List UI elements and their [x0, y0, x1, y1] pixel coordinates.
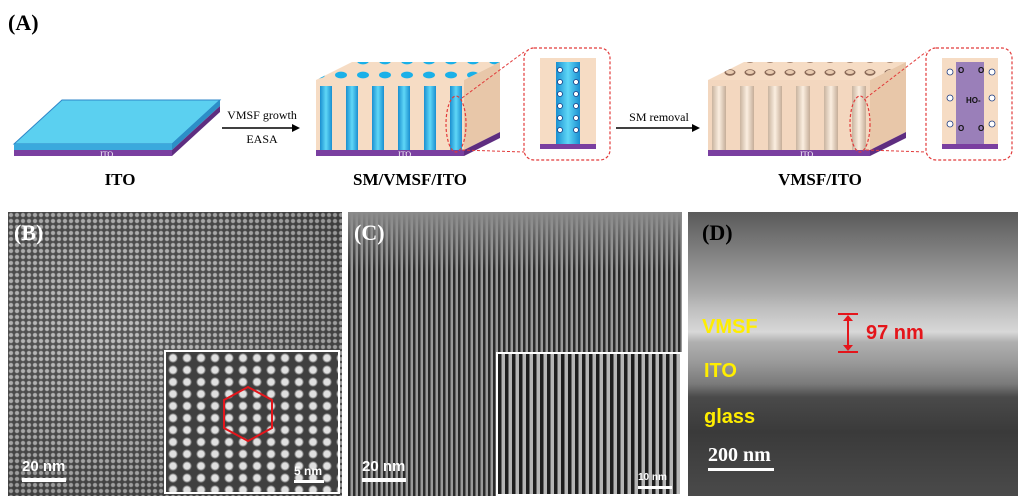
panel-b-scale-bar	[22, 478, 66, 482]
panel-b-inset-scale-text: 5 nm	[294, 464, 323, 478]
panel-c-inset-scale-bar	[638, 486, 672, 489]
panel-c-scale-text: 20 nm	[362, 458, 406, 475]
label-ito: ITO	[104, 170, 136, 189]
panel-b-tem-image: (B) 5 nm 20 nm	[8, 212, 342, 496]
panel-d-sem-image: (D) VMSF ITO glass 97 nm 200 nm	[688, 212, 1018, 496]
substrate-ito-text-3: ITO	[800, 150, 814, 159]
substrate-ito-text-2: ITO	[398, 150, 412, 159]
layer-vmsf-label: VMSF	[702, 316, 758, 338]
panel-c-inset: 10 nm	[496, 352, 682, 496]
sm-vmsf-block	[316, 51, 525, 156]
panel-c-label: (C)	[354, 220, 385, 245]
inset-label-o4: O	[978, 124, 985, 133]
panel-c-tem-image: (C) 10 nm 20 nm	[348, 212, 682, 496]
substrate-ito-text: ITO	[100, 150, 114, 159]
inset-label-o3: O	[978, 66, 985, 75]
panel-a-schematic	[12, 47, 1013, 161]
inset-label-o2: O	[958, 124, 965, 133]
ito-substrate	[12, 99, 222, 156]
inset-vmsf-pore	[925, 47, 1013, 161]
hexagon-marker	[223, 385, 273, 443]
panel-c-scale-bar	[362, 478, 406, 482]
panel-d-label: (D)	[702, 220, 733, 245]
arrow1-top: VMSF growth	[227, 108, 297, 122]
panel-c-inset-scale-text: 10 nm	[638, 472, 667, 483]
arrow1-bottom: EASA	[246, 132, 278, 146]
panel-b-inset-scale-bar	[294, 480, 324, 483]
panel-b-label: (B)	[14, 220, 44, 245]
layer-ito-label: ITO	[704, 360, 737, 382]
thickness-marker	[838, 313, 858, 353]
label-sm-vmsf-ito: SM/VMSF/ITO	[353, 170, 467, 189]
thickness-label: 97 nm	[866, 322, 924, 344]
inset-sm-pore	[523, 47, 611, 161]
layer-glass-label: glass	[704, 406, 756, 428]
inset-label-o1: O	[958, 66, 965, 75]
panel-b-inset: 5 nm	[164, 350, 340, 494]
inset-label-ho: HO-	[966, 96, 981, 105]
label-vmsf-ito: VMSF/ITO	[778, 170, 862, 189]
arrow2-top: SM removal	[629, 110, 689, 124]
panel-a-label: (A)	[8, 10, 39, 35]
panel-b-scale-text: 20 nm	[22, 458, 66, 475]
vmsf-block	[708, 51, 927, 156]
panel-d-scale-text: 200 nm	[708, 444, 771, 466]
panel-d-scale-bar	[708, 468, 774, 471]
